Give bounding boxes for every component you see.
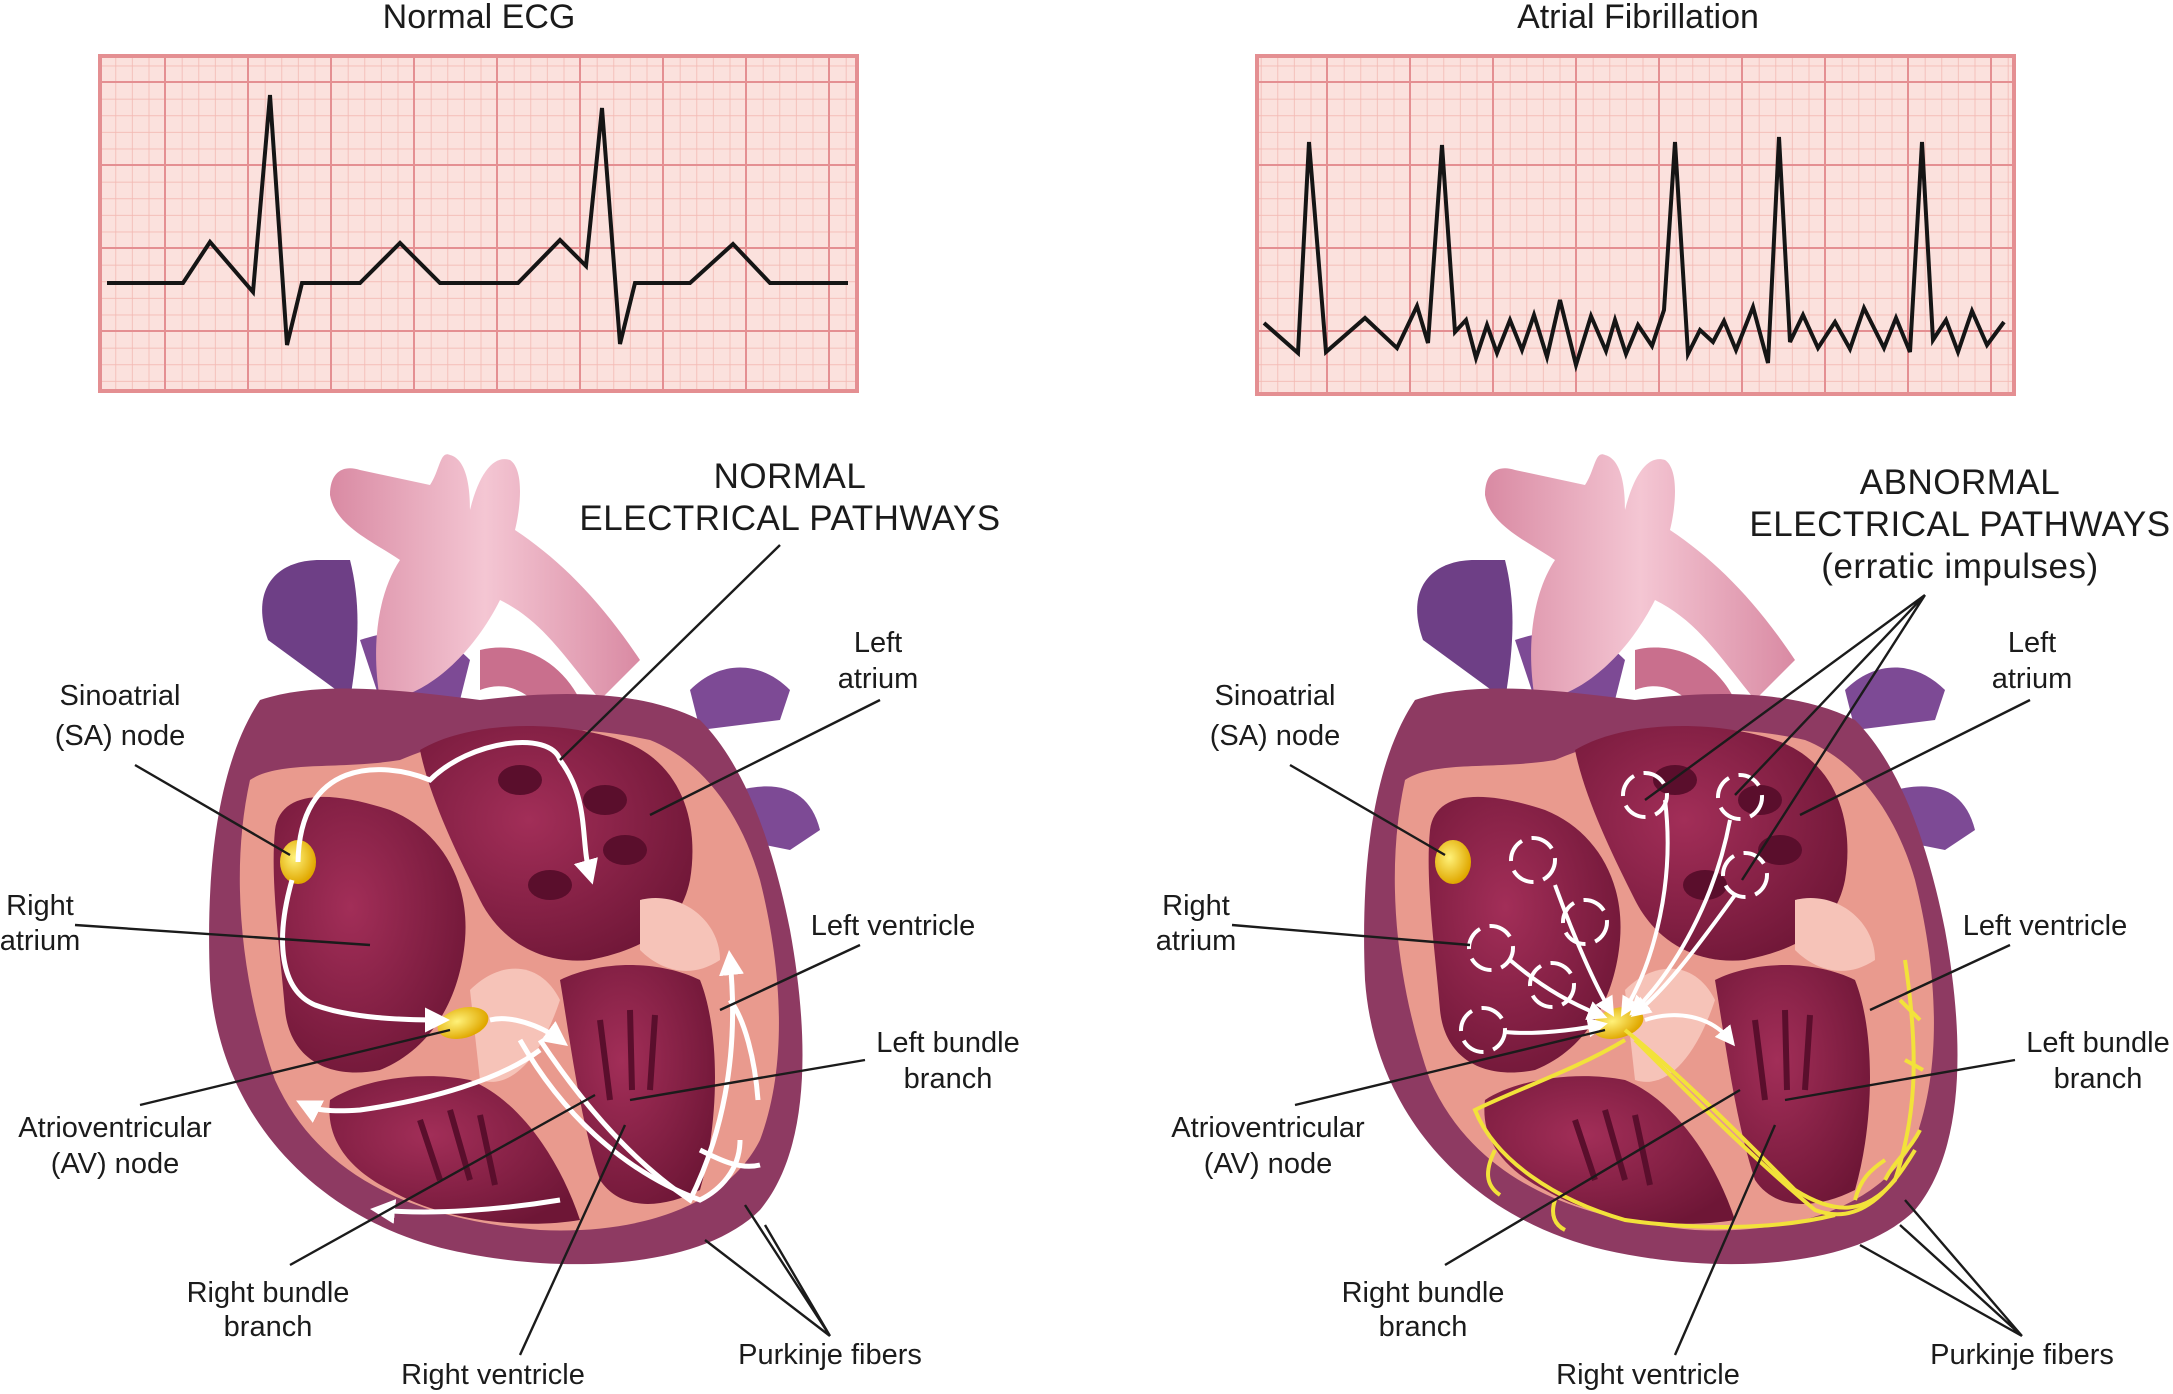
right-purkinje-label: Purkinje fibers: [1930, 1339, 2114, 1371]
left-right-bundle-label-2: branch: [224, 1311, 313, 1343]
left-left-bundle-label-2: branch: [904, 1063, 993, 1095]
afib-ecg-trace: [1262, 136, 2006, 373]
left-right-bundle-label-1: Right bundle: [187, 1277, 350, 1309]
left-left-bundle-leader: [629, 1058, 866, 1102]
left-sa-node-label-2: (SA) node: [55, 720, 186, 752]
left-right-atrium-label-2: atrium: [0, 925, 80, 957]
right-left-bundle-leader: [1784, 1058, 2016, 1102]
right-left-atrium-label-1: Left: [2008, 627, 2056, 659]
left-right-ventricle-label: Right ventricle: [401, 1359, 585, 1391]
left-right-ventricle-leader: [518, 1124, 627, 1356]
abnormal-pathways-title-line3: (erratic impulses): [1821, 547, 2098, 586]
left-av-node-label-2: (AV) node: [51, 1148, 179, 1180]
right-left-ventricle-label: Left ventricle: [1963, 910, 2127, 942]
left-sa-node-label-1: Sinoatrial: [60, 680, 181, 712]
abnormal-title-leaders: [1644, 594, 1927, 881]
right-av-node-label-2: (AV) node: [1204, 1148, 1332, 1180]
normal-pathways-title-line2: ELECTRICAL PATHWAYS: [579, 499, 1000, 538]
left-right-atrium-label-1: Right: [6, 890, 74, 922]
right-right-bundle-label-2: branch: [1379, 1311, 1468, 1343]
left-purkinje-label: Purkinje fibers: [738, 1339, 922, 1371]
normal-pathways-title-line1: NORMAL: [714, 457, 867, 496]
right-right-bundle-leader: [1444, 1088, 1741, 1267]
left-right-bundle-leader: [289, 1093, 596, 1267]
left-left-bundle-label-1: Left bundle: [876, 1027, 1020, 1059]
right-right-bundle-label-1: Right bundle: [1342, 1277, 1505, 1309]
right-left-bundle-label-1: Left bundle: [2026, 1027, 2170, 1059]
right-right-ventricle-leader: [1673, 1124, 1777, 1356]
right-purkinje-leaders: [1859, 1199, 2023, 1338]
afib-ecg-title: Atrial Fibrillation: [1517, 0, 1759, 36]
left-left-ventricle-leader: [719, 943, 861, 1012]
left-left-atrium-label-2: atrium: [838, 663, 919, 695]
right-sa-node-leader: [1289, 763, 1446, 857]
av-node-marker: [437, 1007, 489, 1039]
left-left-atrium-label-1: Left: [854, 627, 902, 659]
left-left-atrium-leader: [649, 698, 881, 817]
right-right-atrium-leader: [1231, 923, 1471, 947]
right-av-node-label-1: Atrioventricular: [1171, 1112, 1365, 1144]
left-av-node-label-1: Atrioventricular: [18, 1112, 212, 1144]
normal-impulse-paths: [280, 740, 761, 1224]
afib-sa-node-marker: [1435, 840, 1471, 884]
left-av-node-leader: [139, 1028, 451, 1107]
normal-heart-illustration: [209, 454, 820, 1264]
right-right-atrium-label-2: atrium: [1156, 925, 1237, 957]
left-sa-node-leader: [134, 763, 291, 857]
right-sa-node-label-2: (SA) node: [1210, 720, 1341, 752]
left-purkinje-leaders: [704, 1204, 832, 1337]
right-right-atrium-label-1: Right: [1162, 890, 1230, 922]
right-sa-node-label-1: Sinoatrial: [1215, 680, 1336, 712]
afib-erratic-impulses: [1459, 771, 1769, 1054]
right-av-node-leader: [1294, 1028, 1606, 1107]
afib-ecg-paper: [1255, 54, 2016, 396]
abnormal-pathways-title-line2: ELECTRICAL PATHWAYS: [1749, 505, 2170, 544]
abnormal-pathways-title-line1: ABNORMAL: [1860, 463, 2060, 502]
normal-ecg-title: Normal ECG: [383, 0, 576, 36]
right-left-atrium-label-2: atrium: [1992, 663, 2073, 695]
normal-title-leader: [559, 544, 781, 761]
afib-purkinje-network: [1472, 959, 1924, 1232]
left-left-ventricle-label: Left ventricle: [811, 910, 975, 942]
right-right-ventricle-label: Right ventricle: [1556, 1359, 1740, 1391]
right-left-bundle-label-2: branch: [2054, 1063, 2143, 1095]
left-right-atrium-leader: [74, 923, 371, 947]
right-left-atrium-leader: [1799, 698, 2031, 817]
right-left-ventricle-leader: [1869, 943, 2011, 1012]
normal-ecg-trace: [107, 94, 848, 346]
normal-ecg-paper: [98, 54, 859, 393]
afib-heart-illustration: [1364, 454, 1975, 1264]
